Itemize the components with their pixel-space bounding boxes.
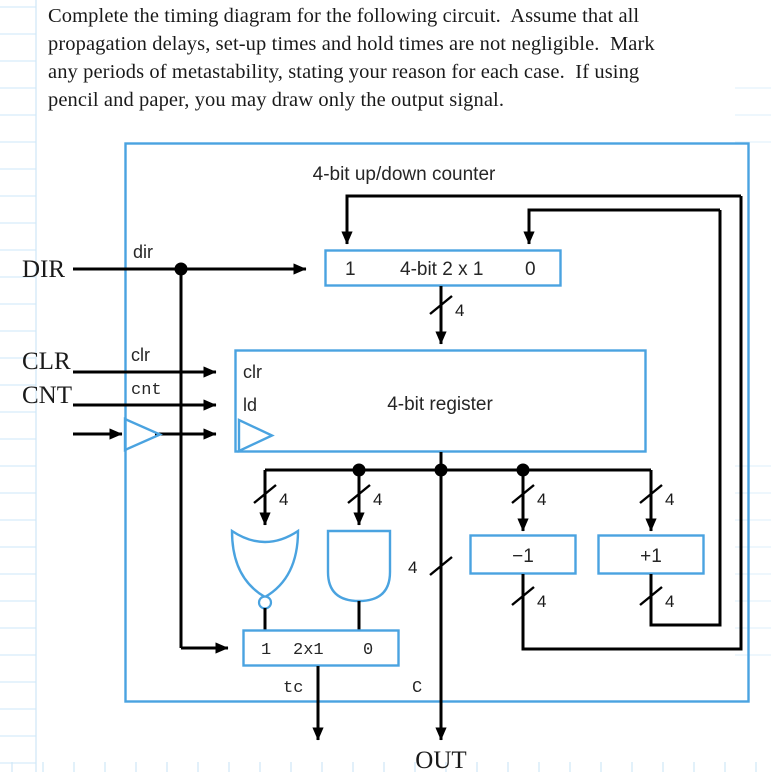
signal-label-clr: clr <box>131 345 150 365</box>
bus-width-dec-out: 4 <box>537 592 546 611</box>
bus-width-c: 4 <box>408 558 417 577</box>
junction-dot-dir <box>174 262 188 276</box>
bus-width-and: 4 <box>373 490 382 509</box>
diagram-title: 4-bit up/down counter <box>313 164 496 185</box>
input-label-dir: DIR <box>22 256 65 283</box>
wire-feedback-to-mux4-in1 <box>341 194 741 245</box>
bus-width-dec: 4 <box>537 490 546 509</box>
mux4-label-center: 4-bit 2 x 1 <box>400 259 483 280</box>
bus-slash-and <box>347 484 371 504</box>
wire-dec-feedback <box>521 196 743 651</box>
register-port-ld: ld <box>243 395 257 415</box>
increment-label: +1 <box>640 546 662 567</box>
bus-slash-dec <box>511 484 535 504</box>
wire-feedback-to-mux4-in0 <box>523 208 720 245</box>
register-clock-triangle <box>237 418 275 453</box>
register-label: 4-bit register <box>387 394 493 415</box>
mux4-label-0: 0 <box>525 259 536 280</box>
output-label-tc: tc <box>283 679 303 698</box>
bus-width-nor: 4 <box>279 490 288 509</box>
input-label-cnt: CNT <box>22 382 72 409</box>
register-port-clr: clr <box>243 362 262 382</box>
junction-dot-rail-nor-and <box>352 463 366 477</box>
signal-label-dir: dir <box>133 242 153 262</box>
bus-slash-mux4-out <box>429 295 453 315</box>
bus-slash-nor <box>253 484 277 504</box>
clock-buffer-triangle <box>123 417 163 452</box>
signal-label-cnt: cnt <box>131 381 162 400</box>
wire-inc-feedback <box>649 210 722 627</box>
decrement-block <box>469 534 577 575</box>
junction-dot-rail-dec <box>516 463 530 477</box>
bus-slash-inc <box>639 484 663 504</box>
mux4-block <box>324 249 562 287</box>
junction-dot-rail-center <box>434 463 448 477</box>
bus-slash-c <box>429 556 453 576</box>
bus-width-inc-out: 4 <box>665 592 674 611</box>
mux2-label-0: 0 <box>363 641 373 660</box>
output-label-out: OUT <box>415 747 466 772</box>
nor-gate-inversion-bubble <box>257 595 273 610</box>
bus-width-mux4-out: 4 <box>455 301 464 320</box>
input-label-clr: CLR <box>22 348 71 375</box>
mux4-label-1: 1 <box>345 259 356 280</box>
increment-block <box>597 534 705 575</box>
register-block <box>234 349 647 453</box>
nor-gate <box>230 528 300 599</box>
question-prompt-text: Complete the timing diagram for the foll… <box>48 5 655 111</box>
mux2-label-1: 1 <box>261 641 271 660</box>
mux2-label-center: 2x1 <box>293 641 324 660</box>
decrement-label: −1 <box>512 546 534 567</box>
output-label-c: C <box>412 679 422 698</box>
mux2-block <box>242 629 400 667</box>
bus-width-inc: 4 <box>665 490 674 509</box>
and-gate <box>326 529 392 603</box>
